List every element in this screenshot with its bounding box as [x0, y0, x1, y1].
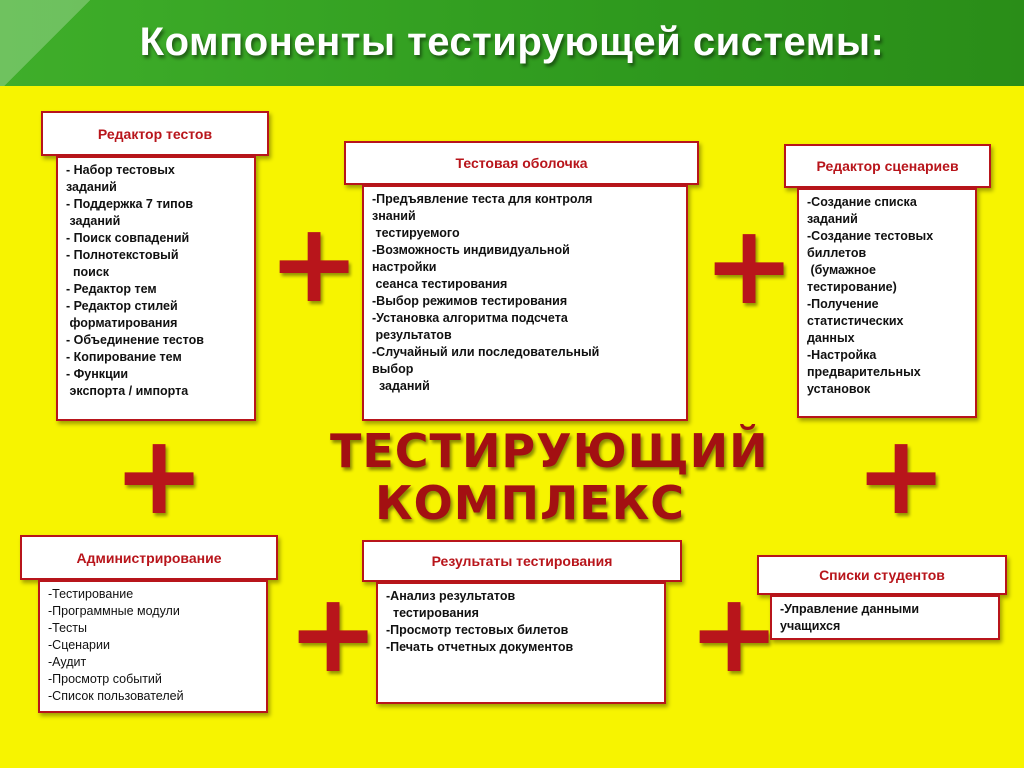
plus-icon-3: +: [113, 411, 206, 539]
test-editor-list: - Набор тестовых заданий - Поддержка 7 тип…: [56, 156, 256, 421]
list-item: - Поиск совпадений: [66, 231, 190, 245]
list-item: -Выбор режимов тестирования: [372, 294, 568, 308]
list-item: - Набор тестовых: [66, 163, 175, 177]
list-item: -Случайный или последовательный: [372, 345, 600, 359]
list-item: статистических: [807, 314, 904, 328]
list-item: -Просмотр событий: [48, 672, 162, 686]
scenario-editor-list: -Создание списка заданий -Создание тестовы…: [797, 188, 977, 418]
plus-icon-2: +: [703, 201, 796, 329]
list-item: заданий: [66, 214, 121, 228]
list-item: учащихся: [780, 619, 841, 633]
students-heading-label: Списки студентов: [819, 567, 945, 583]
list-item: - Копирование тем: [66, 350, 182, 364]
plus-icon-6: +: [688, 569, 781, 697]
administration-heading-label: Администрирование: [76, 549, 222, 566]
results-heading-label: Результаты тестирования: [431, 553, 613, 569]
list-item: тестируемого: [372, 226, 460, 240]
list-item: выбор: [372, 362, 414, 376]
list-item: -Список пользователей: [48, 689, 184, 703]
list-item: -Управление данными: [780, 602, 920, 616]
list-item: заданий: [66, 180, 117, 194]
list-item: -Создание списка: [807, 195, 917, 209]
list-item: -Аудит: [48, 655, 87, 669]
list-item: - Объединение тестов: [66, 333, 204, 347]
scenario-editor-heading-label: Редактор сценариев: [816, 158, 959, 174]
test-editor-heading: Редактор тестов: [41, 111, 269, 156]
list-item: заданий: [372, 379, 430, 393]
plus-icon-1: +: [268, 199, 361, 327]
test-shell-heading-label: Тестовая оболочка: [455, 155, 588, 171]
banner-decoration: [0, 0, 140, 86]
scenario-editor-heading: Редактор сценариев: [784, 144, 991, 188]
results-list: -Анализ результатов тестирования -Просмот…: [376, 582, 666, 704]
list-item: поиск: [66, 265, 110, 279]
list-item: -Печать отчетных документов: [386, 640, 574, 654]
list-item: - Редактор стилей: [66, 299, 178, 313]
list-item: -Просмотр тестовых билетов: [386, 623, 569, 637]
list-item: -Программные модули: [48, 604, 180, 618]
list-item: -Тесты: [48, 621, 88, 635]
list-item: знаний: [372, 209, 416, 223]
list-item: экспорта / импорта: [66, 384, 189, 398]
list-item: настройки: [372, 260, 437, 274]
plus-icon-5: +: [287, 569, 380, 697]
list-item: данных: [807, 331, 855, 345]
list-item: форматирования: [66, 316, 178, 330]
list-item: (бумажное: [807, 263, 877, 277]
list-item: -Настройка: [807, 348, 877, 362]
list-item: -Создание тестовых: [807, 229, 934, 243]
list-item: - Полнотекстовый: [66, 248, 179, 262]
list-item: биллетов: [807, 246, 867, 260]
list-item: - Редактор тем: [66, 282, 157, 296]
students-heading: Списки студентов: [757, 555, 1007, 595]
list-item: -Возможность индивидуальной: [372, 243, 570, 257]
administration-list: -Тестирование -Программные модули -Тесты -С…: [38, 580, 268, 713]
list-item: результатов: [372, 328, 452, 342]
center-title: ТЕСТИРУЮЩИЙ КОМПЛЕКС: [330, 424, 769, 530]
list-item: - Поддержка 7 типов: [66, 197, 194, 211]
list-item: -Предъявление теста для контроля: [372, 192, 593, 206]
test-editor-heading-label: Редактор тестов: [97, 125, 213, 142]
list-item: -Анализ результатов: [386, 589, 516, 603]
list-item: -Установка алгоритма подсчета: [372, 311, 568, 325]
title-banner: [0, 0, 1024, 86]
list-item: тестирование): [807, 280, 897, 294]
list-item: -Сценарии: [48, 638, 110, 652]
administration-heading: Администрирование: [20, 535, 278, 580]
test-shell-heading: Тестовая оболочка: [344, 141, 699, 185]
list-item: -Тестирование: [48, 587, 134, 601]
center-title-line-2: КОМПЛЕКС: [375, 476, 685, 530]
plus-icon-4: +: [855, 411, 948, 539]
list-item: тестирования: [386, 606, 479, 620]
list-item: установок: [807, 382, 871, 396]
list-item: -Получение: [807, 297, 879, 311]
test-shell-list: -Предъявление теста для контроля знаний т…: [362, 185, 688, 421]
list-item: - Функции: [66, 367, 129, 381]
center-title-line-1: ТЕСТИРУЮЩИЙ: [330, 424, 769, 478]
list-item: предварительных: [807, 365, 921, 379]
page-title: Компоненты тестирующей системы:: [139, 20, 885, 64]
list-item: сеанса тестирования: [372, 277, 508, 291]
students-list: -Управление данными учащихся: [770, 595, 1000, 640]
list-item: заданий: [807, 212, 858, 226]
results-heading: Результаты тестирования: [362, 540, 682, 582]
